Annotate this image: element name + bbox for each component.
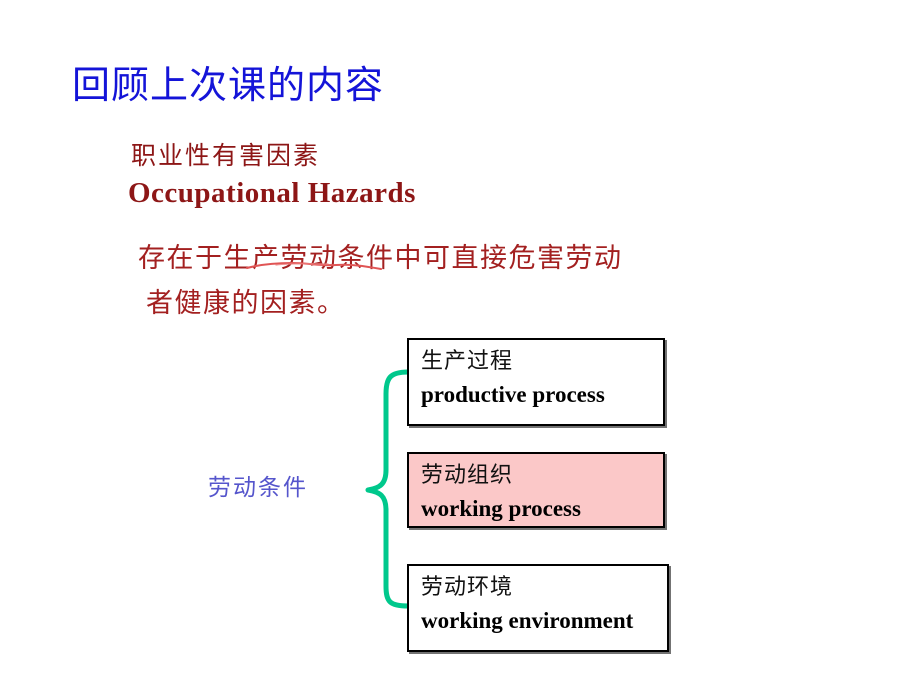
topic-heading-chinese: 职业性有害因素 xyxy=(131,141,321,170)
definition-text: 存在于生产劳动条件中可直接危害劳动 者健康的因素。 xyxy=(138,236,718,326)
diagram-box-productive-process[interactable]: 生产过程 productive process xyxy=(407,338,665,426)
page-title: 回顾上次课的内容 xyxy=(72,63,385,107)
brace-label: 劳动条件 xyxy=(208,475,308,501)
box-label-english: working environment xyxy=(421,608,634,633)
box-label-chinese: 劳动组织 xyxy=(421,463,514,488)
box-label-english: working process xyxy=(421,496,581,521)
curly-brace-icon xyxy=(365,369,411,609)
definition-line-2: 者健康的因素。 xyxy=(146,288,346,319)
box-label-chinese: 劳动环境 xyxy=(421,575,514,600)
topic-heading-english: Occupational Hazards xyxy=(128,177,416,209)
box-label-english: productive process xyxy=(421,382,605,407)
definition-line-1: 存在于生产劳动条件中可直接危害劳动 xyxy=(138,243,623,274)
box-label-chinese: 生产过程 xyxy=(421,349,514,374)
diagram-box-working-environment[interactable]: 劳动环境 working environment xyxy=(407,564,669,652)
diagram-box-working-process[interactable]: 劳动组织 working process xyxy=(407,452,665,528)
